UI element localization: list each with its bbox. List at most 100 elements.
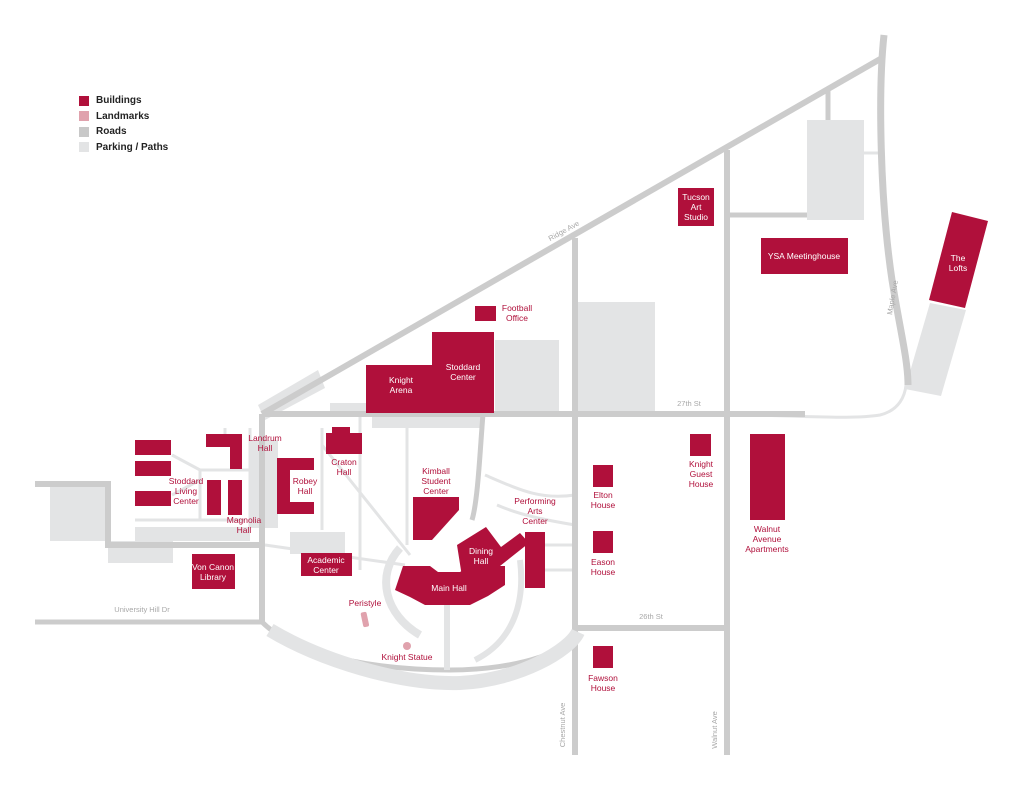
building-walnut-avenue-apartments[interactable] [750,434,785,520]
building-knight-guest-house[interactable] [690,434,711,456]
parking-lot-center [578,302,655,414]
parking-lot-west [50,487,106,541]
ridge-ave [260,55,884,417]
building-academic-center[interactable] [301,553,352,576]
label-line: Studio [684,212,708,222]
building-the-lofts[interactable] [929,212,988,308]
legend-swatch [79,95,89,106]
building-tucson-art-studio[interactable] [678,188,714,226]
building-kimball-student-center[interactable] [413,497,459,540]
parking-lot-academic [290,532,345,554]
parking-lot-stoddard [495,340,559,414]
label-line: Walnut [754,524,781,534]
building-craton-hall[interactable] [326,427,362,454]
legend-item: Buildings [79,93,168,109]
legend-item: Landmarks [79,109,168,125]
label-line: Hall [298,486,313,496]
parking-strip-west [135,527,250,541]
building-ysa-meetinghouse[interactable] [761,238,848,274]
label-line: Center [450,372,476,382]
parking-lot-27th [372,414,484,428]
street-label-university-hill-dr: University Hill Dr [114,605,170,614]
building-football-office[interactable] [475,306,496,321]
label-line: Stoddard [169,476,204,486]
label-line: Knight [389,375,414,385]
label-line: Arena [390,385,413,395]
label-line: Living [175,486,197,496]
label-line: Hall [474,556,489,566]
street-label-27th-st: 27th St [677,399,702,408]
label-line: Magnolia [227,515,262,525]
label-line: Hall [258,443,273,453]
building-elton-house[interactable] [593,465,613,487]
label-line: House [689,479,714,489]
label-peristyle: Peristyle [349,598,382,608]
label-line: Center [313,565,339,575]
label-line: Arts [527,506,542,516]
label-line: House [591,567,616,577]
label-line: Knight Statue [381,652,432,662]
building-magnolia-1[interactable] [207,480,221,515]
road-kimball [469,413,486,521]
label-line: Kimball [422,466,450,476]
building-magnolia-2[interactable] [228,480,242,515]
building-von-canon-library[interactable] [192,554,235,589]
legend-swatch [79,111,89,122]
label-line: Academic [307,555,345,565]
building-stoddard-3[interactable] [135,491,171,506]
legend-swatch [79,142,89,153]
landmark-knight-statue[interactable] [403,642,411,650]
street-label-26th-st: 26th St [639,612,664,621]
label-line: Lofts [949,263,967,273]
label-line: Craton [331,457,357,467]
maple-ave [877,34,912,386]
circle-drive [266,545,585,691]
building-fawson-house[interactable] [593,646,613,668]
building-stoddard-2[interactable] [135,461,171,476]
building-stoddard-center[interactable] [432,332,494,413]
label-line: Stoddard [446,362,481,372]
building-robey-hall[interactable] [277,458,314,514]
label-line: Center [423,486,449,496]
landmarks [360,611,411,650]
building-performing-arts-center[interactable] [525,532,545,588]
label-line: Landrum [248,433,282,443]
label-line: Main Hall [431,583,467,593]
parking-lot-north [807,120,864,220]
building-stoddard-1[interactable] [135,440,171,455]
building-landrum-hall[interactable] [206,434,242,469]
street-label-chestnut-ave: Chestnut Ave [558,703,567,747]
landmark-peristyle[interactable] [360,611,370,628]
label-line: Hall [337,467,352,477]
label-knight-statue: Knight Statue [381,652,432,662]
buildings [135,188,988,668]
label-line: House [591,683,616,693]
label-line: Center [173,496,199,506]
building-knight-arena[interactable] [366,365,433,413]
label-line: Knight [689,459,714,469]
label-line: Fawson [588,673,618,683]
building-main-hall[interactable] [395,566,505,605]
label-line: Hall [237,525,252,535]
building-eason-house[interactable] [593,531,613,553]
label-line: Performing [514,496,556,506]
label-line: Eason [591,557,615,567]
